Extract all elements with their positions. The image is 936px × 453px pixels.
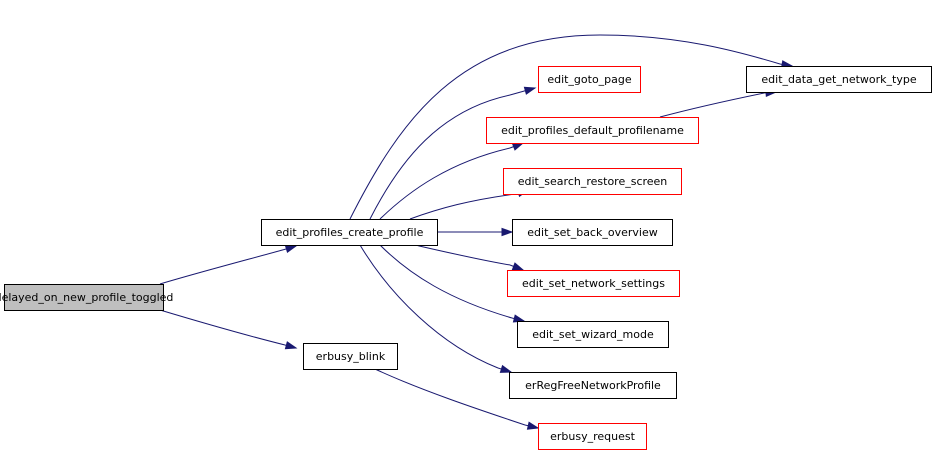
node-request[interactable]: erbusy_request bbox=[538, 423, 647, 450]
node-label: erRegFreeNetworkProfile bbox=[525, 379, 661, 392]
arrowhead bbox=[284, 341, 298, 350]
node-label: edit_goto_page bbox=[547, 73, 632, 86]
edge-line bbox=[374, 368, 526, 426]
edge-default_name-to-network_type bbox=[659, 88, 778, 118]
edge-line bbox=[659, 92, 765, 118]
edge-line bbox=[159, 248, 287, 285]
edge-create-to-net_settings bbox=[414, 244, 525, 271]
node-label: delayed_on_new_profile_toggled bbox=[0, 291, 173, 304]
node-create[interactable]: edit_profiles_create_profile bbox=[261, 219, 438, 246]
node-box[interactable] bbox=[486, 117, 699, 144]
edge-delayed-to-create bbox=[159, 244, 298, 285]
edge-line bbox=[379, 244, 513, 319]
edges-layer bbox=[159, 34, 794, 430]
node-label: erbusy_request bbox=[550, 430, 635, 443]
edge-create-to-goto bbox=[369, 86, 537, 220]
edge-line bbox=[159, 309, 286, 346]
edge-line bbox=[369, 94, 511, 220]
arrowhead bbox=[511, 142, 525, 151]
arrowhead bbox=[284, 244, 298, 254]
arrowhead bbox=[499, 364, 513, 373]
arrowhead bbox=[511, 262, 525, 271]
node-net-settings[interactable]: edit_set_network_settings bbox=[507, 270, 680, 297]
edge-create-to-default_name bbox=[379, 142, 525, 220]
arrowhead bbox=[523, 86, 537, 95]
node-default-name[interactable]: edit_profiles_default_profilename bbox=[486, 117, 699, 144]
node-label: edit_search_restore_screen bbox=[518, 175, 668, 188]
node-network-type[interactable]: edit_data_get_network_type bbox=[746, 66, 932, 93]
edge-line bbox=[409, 193, 516, 220]
node-free-profile[interactable]: erRegFreeNetworkProfile bbox=[509, 372, 677, 399]
node-box[interactable] bbox=[509, 372, 677, 399]
node-label: erbusy_blink bbox=[316, 350, 386, 363]
node-label: edit_set_network_settings bbox=[522, 277, 665, 290]
node-delayed[interactable]: delayed_on_new_profile_toggled bbox=[0, 284, 173, 311]
edge-create-to-wizard bbox=[379, 244, 526, 323]
node-box[interactable] bbox=[303, 343, 398, 370]
node-blink[interactable]: erbusy_blink bbox=[303, 343, 398, 370]
nodes-layer: delayed_on_new_profile_toggled edit_profi… bbox=[0, 66, 932, 450]
arrowhead bbox=[501, 227, 514, 237]
edge-delayed-to-blink bbox=[159, 309, 298, 350]
edge-line bbox=[414, 244, 511, 266]
node-box[interactable] bbox=[538, 66, 641, 93]
node-label: edit_profiles_create_profile bbox=[276, 226, 424, 239]
node-box[interactable] bbox=[503, 168, 682, 195]
node-box[interactable] bbox=[538, 423, 647, 450]
node-back-overview[interactable]: edit_set_back_overview bbox=[512, 219, 673, 246]
edge-blink-to-request bbox=[374, 368, 540, 430]
arrowhead bbox=[526, 421, 540, 430]
node-label: edit_profiles_default_profilename bbox=[501, 124, 684, 137]
edge-line bbox=[379, 147, 511, 220]
node-box[interactable] bbox=[4, 284, 164, 311]
arrowhead bbox=[512, 314, 526, 323]
node-label: edit_data_get_network_type bbox=[761, 73, 916, 86]
edge-create-to-back_overview bbox=[437, 227, 514, 237]
edge-line bbox=[359, 244, 499, 369]
node-search-restore[interactable]: edit_search_restore_screen bbox=[503, 168, 682, 195]
node-box[interactable] bbox=[512, 219, 673, 246]
edge-line bbox=[349, 34, 781, 220]
node-box[interactable] bbox=[507, 270, 680, 297]
node-box[interactable] bbox=[517, 321, 669, 348]
node-goto[interactable]: edit_goto_page bbox=[538, 66, 641, 93]
node-box[interactable] bbox=[746, 66, 932, 93]
edge-create-to-free_profile bbox=[359, 244, 513, 373]
node-label: edit_set_back_overview bbox=[527, 226, 657, 239]
node-label: edit_set_wizard_mode bbox=[532, 328, 654, 341]
node-wizard[interactable]: edit_set_wizard_mode bbox=[517, 321, 669, 348]
node-box[interactable] bbox=[261, 219, 438, 246]
